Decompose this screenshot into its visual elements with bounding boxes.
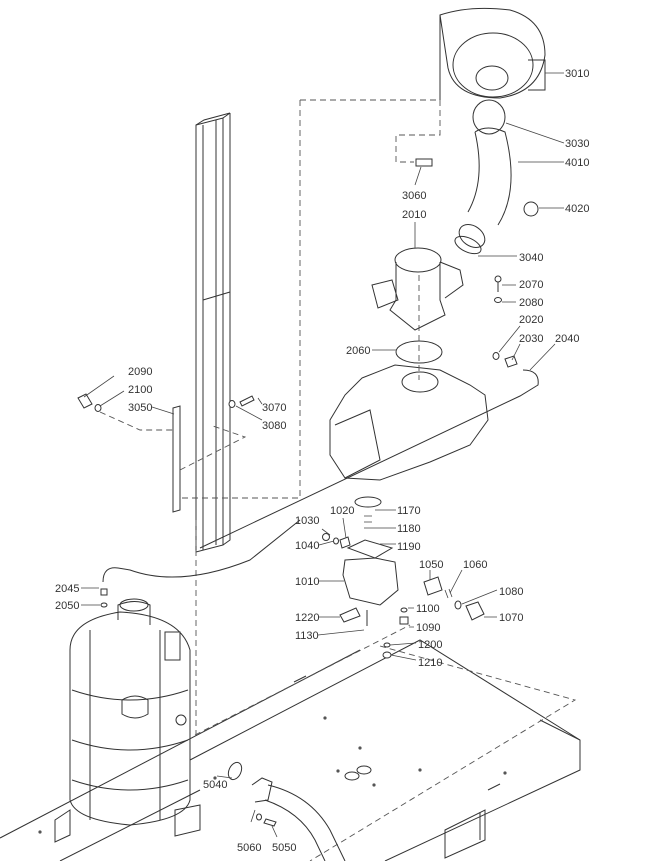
washer-1080 [454, 600, 462, 610]
fitting-1090 [399, 616, 409, 625]
label-5060: 5060 [237, 842, 261, 854]
valve-1050 [423, 576, 443, 596]
label-1170: 1170 [397, 505, 421, 517]
label-4020: 4020 [565, 203, 589, 215]
label-2050: 2050 [55, 600, 79, 612]
label-1020: 1020 [330, 505, 354, 517]
label-2090: 2090 [128, 366, 152, 378]
bolt-2070 [494, 275, 502, 292]
label-3050: 3050 [128, 402, 152, 414]
label-5050: 5050 [272, 842, 296, 854]
valve-block-1010 [342, 496, 399, 606]
plug-1100 [400, 607, 408, 613]
label-3060: 3060 [402, 190, 426, 202]
label-2010: 2010 [402, 209, 426, 221]
label-2045: 2045 [55, 583, 79, 595]
label-1180: 1180 [397, 523, 421, 535]
label-1010: 1010 [295, 576, 319, 588]
label-1100: 1100 [416, 603, 440, 615]
vertical-support-frame [178, 99, 440, 735]
part-labels: 3010 3030 4010 3060 2010 4020 3040 2070 2080 2020… [55, 68, 589, 854]
bolt-5050 [263, 818, 277, 827]
drive-motor [54, 598, 201, 843]
label-2020: 2020 [519, 314, 543, 326]
clamp-3030 [472, 99, 506, 135]
label-1080: 1080 [499, 586, 523, 598]
washer-2050 [100, 602, 108, 608]
label-3030: 3030 [565, 138, 589, 150]
bolt-3070 [228, 395, 255, 408]
inlet-valve-2010 [371, 247, 464, 331]
outlet-pipe [251, 777, 346, 861]
cap-4020 [523, 201, 539, 217]
washer-1040 [333, 537, 339, 545]
washer-5060 [256, 813, 262, 821]
washer-1200 [383, 642, 391, 648]
screw-3060 [395, 100, 441, 167]
label-1200: 1200 [418, 639, 442, 651]
label-2100: 2100 [128, 384, 152, 396]
label-1130: 1130 [295, 630, 319, 642]
air-filter-3010 [439, 7, 546, 100]
hose-2040 [199, 369, 539, 549]
base-frame [0, 624, 581, 861]
label-4010: 4010 [565, 157, 589, 169]
pipe-2045 [100, 519, 301, 596]
plug-1020 [339, 536, 351, 549]
bracket-3050 [99, 405, 247, 513]
o-ring-5040 [227, 761, 243, 781]
fitting-2020 [492, 352, 500, 360]
fitting-1070 [465, 601, 485, 621]
leader-lines [81, 72, 565, 838]
fitting-2090 [77, 393, 102, 412]
label-1220: 1220 [295, 612, 319, 624]
fitting-2030 [504, 355, 518, 368]
label-1040: 1040 [295, 540, 319, 552]
label-2030: 2030 [519, 333, 543, 345]
label-5040: 5040 [203, 779, 227, 791]
label-1060: 1060 [463, 559, 487, 571]
label-3080: 3080 [262, 420, 286, 432]
spring-1060 [444, 588, 453, 599]
label-3010: 3010 [565, 68, 589, 80]
label-1210: 1210 [418, 657, 442, 669]
label-1090: 1090 [416, 622, 440, 634]
sensor-1220 [339, 607, 361, 623]
label-1050: 1050 [419, 559, 443, 571]
label-3070: 3070 [262, 402, 286, 414]
clamp-3040 [454, 235, 482, 255]
plug-1030 [322, 533, 330, 541]
label-1070: 1070 [499, 612, 523, 624]
compressor-element [329, 364, 489, 481]
intake-hose-4010 [458, 127, 512, 248]
label-2060: 2060 [346, 345, 370, 357]
label-3040: 3040 [519, 252, 543, 264]
label-2040: 2040 [555, 333, 579, 345]
nut-1210 [382, 651, 392, 659]
label-2070: 2070 [519, 279, 543, 291]
label-2080: 2080 [519, 297, 543, 309]
label-1190: 1190 [397, 541, 421, 553]
label-1030: 1030 [295, 515, 319, 527]
washer-2080 [494, 297, 502, 303]
